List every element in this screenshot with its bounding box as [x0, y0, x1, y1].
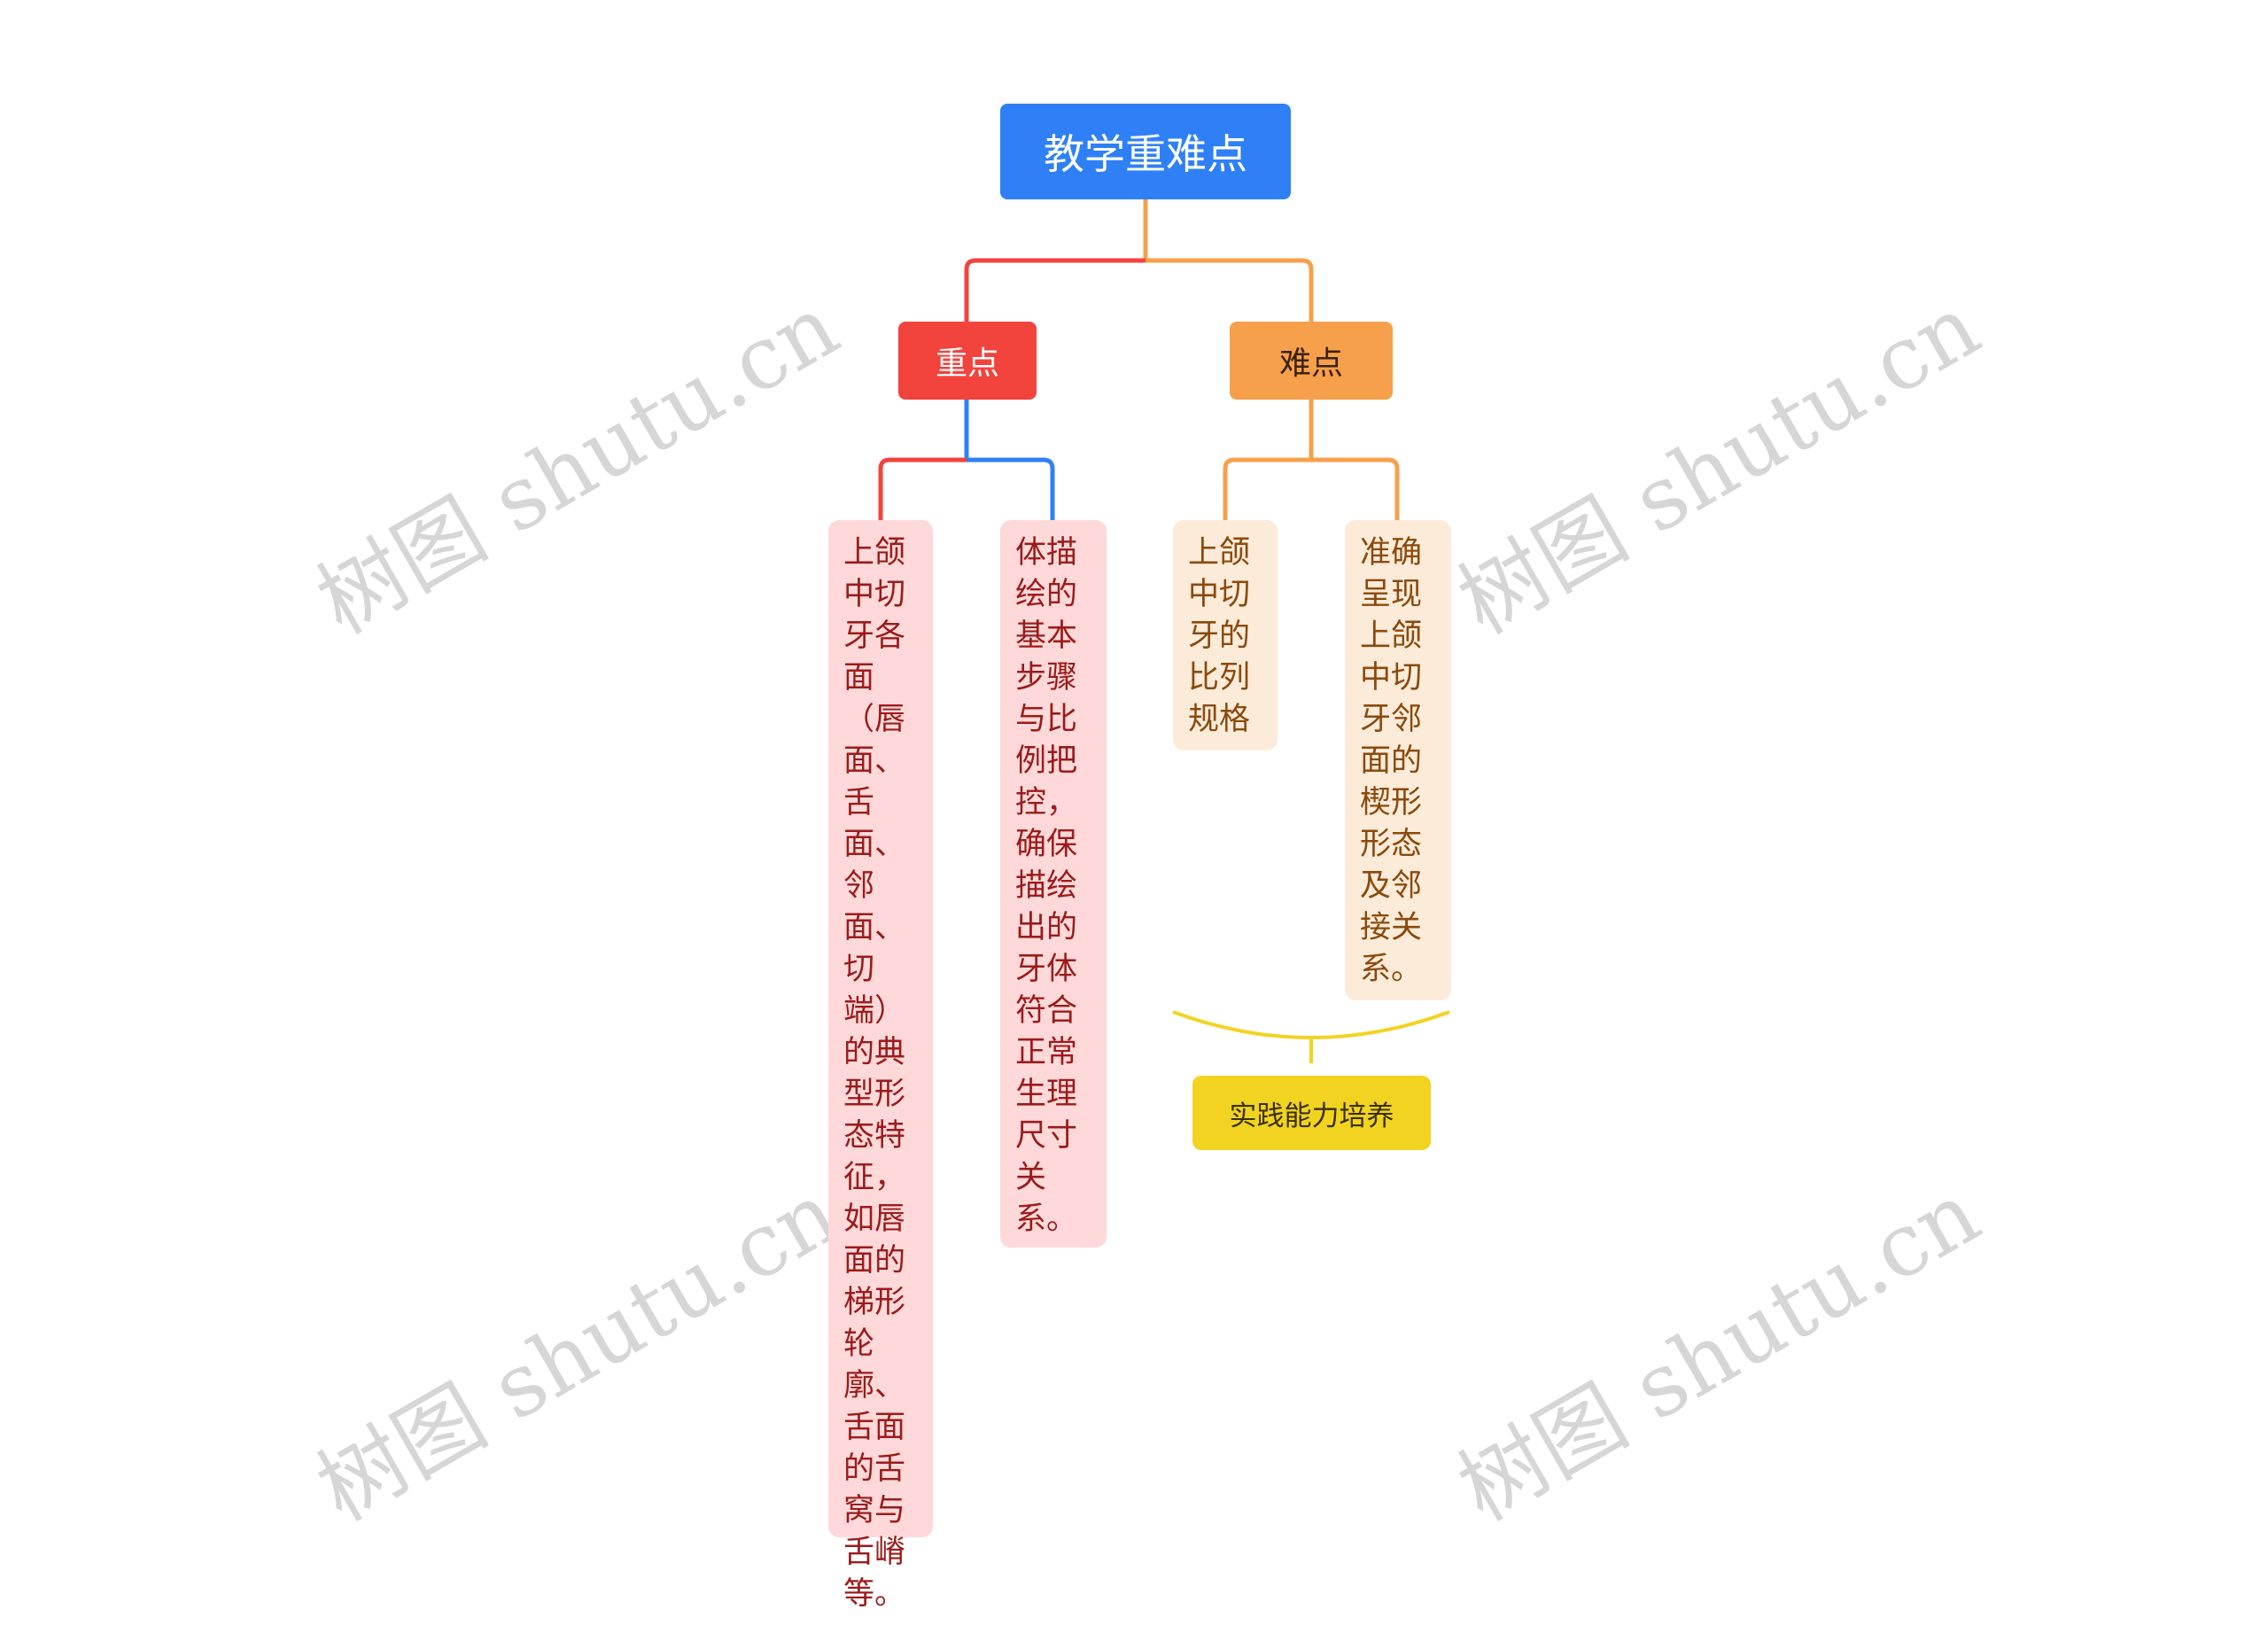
- leaf-text: 准确呈现上颌中切牙邻面的楔形形态及邻接关系。: [1360, 535, 1423, 987]
- summary-brace: [1172, 1010, 1450, 1039]
- leaf-text: 上颌中切牙各面（唇面、舌面、邻面、切端）的典型形态特征，如唇面的梯形轮廓、舌面的…: [843, 535, 906, 1612]
- branch-node-key-points[interactable]: 重点: [898, 322, 1037, 400]
- leaf-node[interactable]: 上颌中切牙的比列规格: [1173, 520, 1278, 750]
- leaf-text: 体描绘的基本步骤与比例把控，确保描绘出的牙体符合正常生理尺寸关系。: [1015, 535, 1078, 1237]
- branch-node-difficulties[interactable]: 难点: [1230, 322, 1393, 400]
- leaf-text: 上颌中切牙的比列规格: [1188, 535, 1251, 737]
- leaf-node[interactable]: 准确呈现上颌中切牙邻面的楔形形态及邻接关系。: [1345, 520, 1451, 1000]
- leaf-node[interactable]: 上颌中切牙各面（唇面、舌面、邻面、切端）的典型形态特征，如唇面的梯形轮廓、舌面的…: [828, 520, 933, 1612]
- summary-node[interactable]: 实践能力培养: [1192, 1076, 1431, 1150]
- leaf-node[interactable]: 体描绘的基本步骤与比例把控，确保描绘出的牙体符合正常生理尺寸关系。: [1000, 520, 1107, 1248]
- root-node[interactable]: 教学重难点: [1000, 104, 1291, 199]
